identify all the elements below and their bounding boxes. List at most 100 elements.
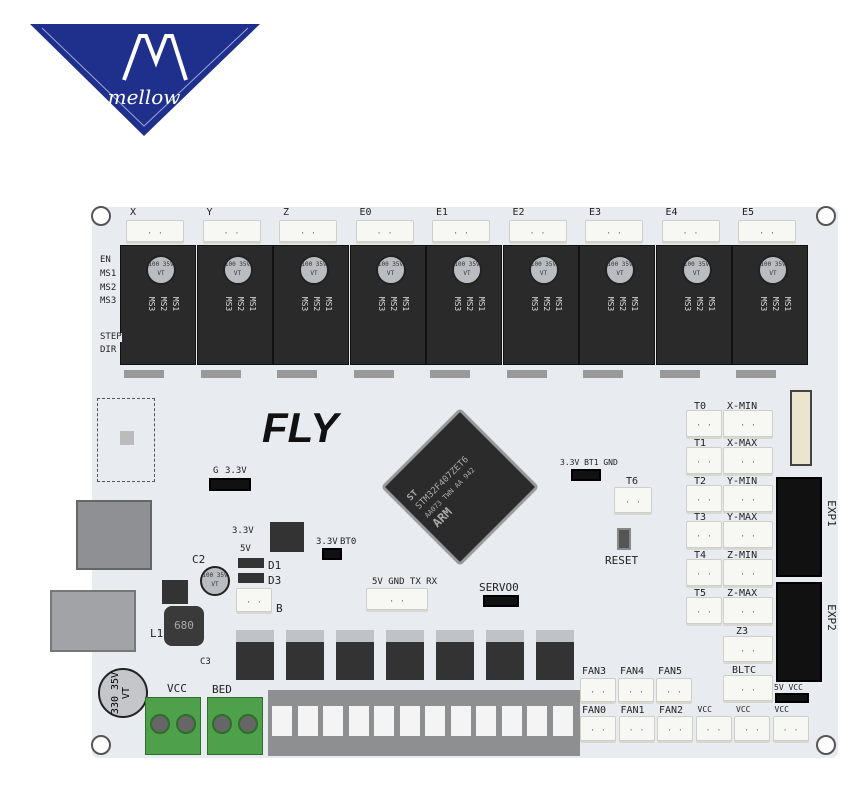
label-fan1-1: FAN1 <box>620 705 645 716</box>
driver-label-e1: E1 <box>436 207 449 218</box>
label-z3: Z3 <box>736 626 749 637</box>
5v-vcc-jumper[interactable] <box>775 693 809 703</box>
motor-connector-x[interactable] <box>126 220 184 242</box>
resistor-array <box>124 370 164 378</box>
thermistor-t0-connector[interactable] <box>686 410 722 437</box>
motor-connector-e3[interactable] <box>585 220 643 242</box>
heater-terminal-slot[interactable] <box>297 706 318 736</box>
bed-terminal[interactable] <box>207 697 263 755</box>
thermistor-t6-connector[interactable] <box>614 487 652 513</box>
ms-label: MS1 <box>553 296 563 312</box>
thermistor-t1-connector[interactable] <box>686 447 722 474</box>
connector-b[interactable] <box>236 588 272 612</box>
z-max-connector[interactable] <box>723 597 773 624</box>
driver-capacitor: 100 35V VT <box>758 255 788 285</box>
motor-connector-e5[interactable] <box>738 220 796 242</box>
ms-label: MS1 <box>171 296 181 312</box>
motor-connector-e1[interactable] <box>432 220 490 242</box>
motor-connector-e4[interactable] <box>661 220 720 242</box>
label-d1: D1 <box>268 559 282 572</box>
heater-terminal-slot[interactable] <box>476 706 496 736</box>
fan3-connector[interactable] <box>580 678 616 702</box>
label-t4: T4 <box>694 550 707 561</box>
ms-label: MS2 <box>618 296 628 312</box>
bt1-header[interactable] <box>571 469 601 481</box>
heater-terminal-slot[interactable] <box>527 706 547 736</box>
thermistor-t5-connector[interactable] <box>686 597 722 624</box>
usb-port[interactable] <box>50 590 136 652</box>
heater-terminal-slot[interactable] <box>348 706 369 736</box>
heater-terminal-slot[interactable] <box>272 706 292 736</box>
ms-label: MS1 <box>400 296 410 312</box>
motor-connector-e0[interactable] <box>355 220 414 242</box>
board-title: FLY <box>262 404 339 451</box>
exp2-header[interactable] <box>776 582 822 682</box>
resistor-array <box>353 370 394 378</box>
thermistor-t3-connector[interactable] <box>686 521 722 548</box>
driver-capacitor: 100 35V VT <box>681 255 712 285</box>
servo0-header[interactable] <box>483 595 519 607</box>
label-exp2: EXP2 <box>824 604 838 631</box>
ms-label: MS2 <box>312 296 322 312</box>
driver-capacitor: 100 35V VT <box>146 255 176 285</box>
x-min-connector[interactable] <box>723 410 773 437</box>
fpc-connector[interactable] <box>790 390 812 466</box>
fan0-connector-0[interactable] <box>580 716 616 741</box>
z3-connector[interactable] <box>723 636 773 662</box>
motor-connector-e2[interactable] <box>508 220 567 242</box>
ms-label: MS3 <box>529 296 539 312</box>
vcc-connector-5[interactable] <box>772 716 809 741</box>
bltouch-connector[interactable] <box>723 675 773 701</box>
x-max-connector[interactable] <box>723 447 773 474</box>
label-fan2-2: FAN2 <box>659 705 684 716</box>
exp1-header[interactable] <box>776 477 822 577</box>
ms-label: MS2 <box>541 296 551 312</box>
fan1-connector-1[interactable] <box>618 716 655 741</box>
diode-d3 <box>238 573 264 583</box>
power-jumper-header[interactable] <box>209 478 251 491</box>
label-t5: T5 <box>694 588 707 599</box>
fan4-connector[interactable] <box>618 678 654 702</box>
driver-label-e4: E4 <box>665 207 678 218</box>
vcc-terminal[interactable] <box>145 697 201 755</box>
label-bltc: BLTC <box>732 665 757 676</box>
heater-terminal-slot[interactable] <box>501 706 522 736</box>
heater-terminal-slot[interactable] <box>450 706 471 736</box>
fan2-connector-2[interactable] <box>657 716 693 741</box>
label-bt0-3v3: 3.3V <box>316 537 338 547</box>
ms-label: MS2 <box>388 296 398 312</box>
heater-terminal-slot[interactable] <box>552 706 573 736</box>
mounting-hole <box>91 206 111 226</box>
reset-button[interactable] <box>617 528 631 550</box>
y-max-connector[interactable] <box>723 521 773 548</box>
ms-label: MS1 <box>706 296 716 312</box>
capacitor-c2: 100 35V VT <box>200 566 230 596</box>
pin-label-step: STEP <box>100 332 122 342</box>
z-min-connector[interactable] <box>723 559 773 586</box>
label-t1: T1 <box>694 438 707 449</box>
resistor-array <box>200 370 241 378</box>
vcc-connector-3[interactable] <box>695 716 732 741</box>
label-3v3: 3.3V <box>225 466 247 476</box>
y-min-connector[interactable] <box>723 485 773 512</box>
thermistor-t2-connector[interactable] <box>686 485 722 512</box>
mounting-hole <box>816 206 836 226</box>
motor-connector-z[interactable] <box>279 220 337 242</box>
ms-label: MS1 <box>324 296 334 312</box>
micro-sd-slot[interactable] <box>76 500 152 570</box>
heater-terminal-slot[interactable] <box>323 706 343 736</box>
uart-connector[interactable] <box>366 588 428 610</box>
thermistor-t4-connector[interactable] <box>686 559 722 586</box>
ms-label: MS1 <box>783 296 793 312</box>
bt0-jumper[interactable] <box>322 548 342 560</box>
motor-connector-y[interactable] <box>202 220 261 242</box>
heater-terminal-slot[interactable] <box>399 706 420 736</box>
resistor-array <box>659 370 700 378</box>
heater-terminal-slot[interactable] <box>425 706 445 736</box>
fan5-connector[interactable] <box>656 678 692 702</box>
vcc-connector-4[interactable] <box>734 716 770 741</box>
pin-label-ms3: MS3 <box>100 296 117 306</box>
ms-label: MS3 <box>682 296 692 312</box>
label-c3: C3 <box>200 657 211 667</box>
heater-terminal-slot[interactable] <box>374 706 394 736</box>
